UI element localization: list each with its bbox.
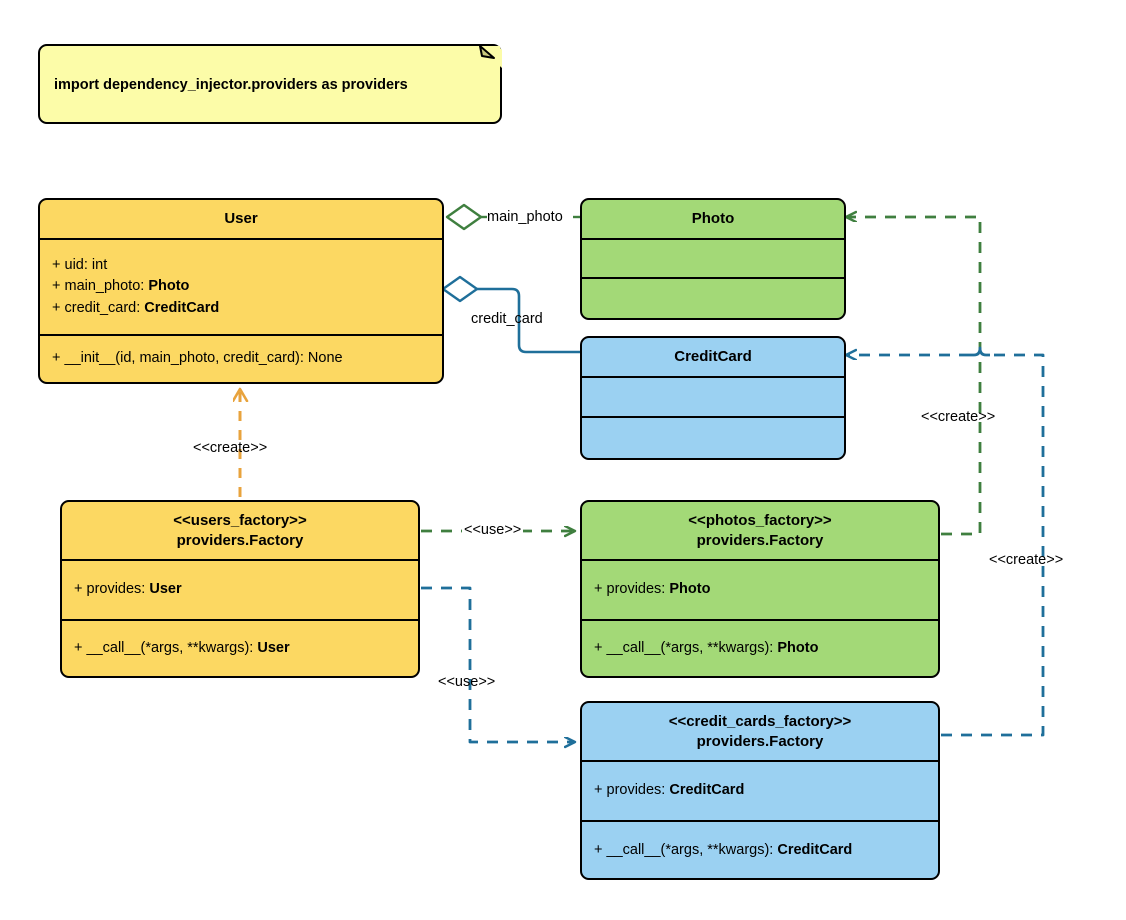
class-box-photos-factory[interactable]: <<photos_factory>> providers.Factory + p…	[580, 500, 940, 678]
class-user-methods: + __init__(id, main_photo, credit_card):…	[40, 336, 442, 381]
class-box-credit-cards-factory[interactable]: <<credit_cards_factory>> providers.Facto…	[580, 701, 940, 880]
class-user-name: User	[224, 210, 258, 228]
method-row: + __call__(*args, **kwargs): Photo	[594, 640, 819, 657]
attribute-row: + provides: CreditCard	[594, 782, 745, 799]
class-box-user[interactable]: User + uid: int + main_photo: Photo + cr…	[38, 198, 444, 384]
class-credit-cards-factory-methods: + __call__(*args, **kwargs): CreditCard	[582, 822, 938, 878]
class-user-attributes: + uid: int + main_photo: Photo + credit_…	[40, 240, 442, 336]
class-credit-cards-factory-attributes: + provides: CreditCard	[582, 762, 938, 822]
class-credit-card-methods	[582, 418, 844, 457]
attribute-row: + main_photo: Photo	[52, 278, 190, 295]
class-photo-attributes	[582, 240, 844, 279]
note-fold-corner	[478, 46, 500, 68]
method-row: + __call__(*args, **kwargs): CreditCard	[594, 841, 853, 858]
edge-label-create-photo: <<create>>	[921, 409, 996, 425]
class-users-factory-header: <<users_factory>> providers.Factory	[62, 502, 418, 561]
class-box-users-factory[interactable]: <<users_factory>> providers.Factory + pr…	[60, 500, 420, 678]
class-photo-methods	[582, 279, 844, 317]
class-photos-factory-attributes: + provides: Photo	[582, 561, 938, 621]
class-users-factory-stereotype: <<users_factory>>	[173, 512, 307, 530]
class-photos-factory-methods: + __call__(*args, **kwargs): Photo	[582, 621, 938, 676]
class-box-credit-card[interactable]: CreditCard	[580, 336, 846, 460]
method-row: + __call__(*args, **kwargs): User	[74, 640, 290, 657]
edge-label-use-photos: <<use>>	[462, 522, 524, 538]
edge-label-main-photo: main_photo	[487, 209, 563, 225]
edge-users-factory-use-credit-cards	[421, 586, 575, 742]
class-credit-card-header: CreditCard	[582, 338, 844, 378]
edge-photos-factory-create-photo	[846, 217, 982, 536]
attribute-row: + provides: User	[74, 581, 182, 598]
attribute-row: + provides: Photo	[594, 581, 711, 598]
class-credit-card-name: CreditCard	[674, 348, 752, 366]
class-photo-name: Photo	[691, 210, 735, 228]
attribute-row: + credit_card: CreditCard	[52, 299, 220, 316]
note-import: import dependency_injector.providers as …	[38, 44, 502, 124]
class-credit-card-attributes	[582, 378, 844, 418]
class-photos-factory-stereotype: <<photos_factory>>	[688, 512, 832, 530]
class-credit-cards-factory-stereotype: <<credit_cards_factory>>	[668, 713, 852, 731]
note-text: import dependency_injector.providers as …	[54, 77, 408, 93]
attribute-row: + uid: int	[52, 257, 108, 274]
class-users-factory-attributes: + provides: User	[62, 561, 418, 621]
method-row: + __init__(id, main_photo, credit_card):…	[52, 349, 343, 366]
class-photos-factory-name: providers.Factory	[696, 531, 824, 549]
class-credit-cards-factory-header: <<credit_cards_factory>> providers.Facto…	[582, 703, 938, 762]
edge-label-create-user: <<create>>	[193, 440, 268, 456]
class-user-header: User	[40, 200, 442, 240]
edge-label-use-credit-cards: <<use>>	[438, 674, 496, 690]
class-photo-header: Photo	[582, 200, 844, 240]
class-users-factory-name: providers.Factory	[176, 531, 304, 549]
class-users-factory-methods: + __call__(*args, **kwargs): User	[62, 621, 418, 676]
class-credit-cards-factory-name: providers.Factory	[696, 732, 824, 750]
edge-label-credit-card: credit_card	[471, 311, 543, 327]
class-box-photo[interactable]: Photo	[580, 198, 846, 320]
class-photos-factory-header: <<photos_factory>> providers.Factory	[582, 502, 938, 561]
edge-label-create-credit-card: <<create>>	[989, 552, 1064, 568]
